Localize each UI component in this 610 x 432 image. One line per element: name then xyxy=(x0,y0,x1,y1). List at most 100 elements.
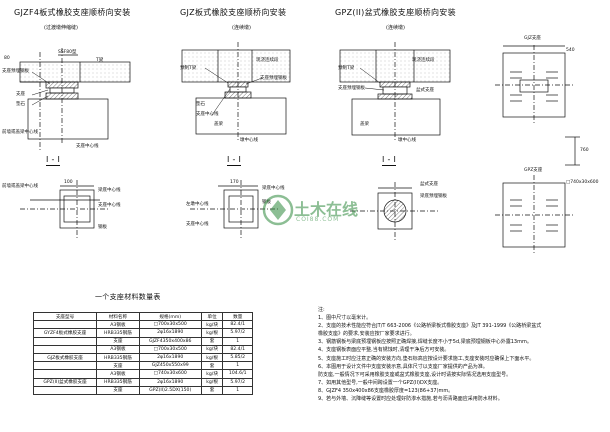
cell: 1 xyxy=(222,385,253,395)
label-d760: 760 xyxy=(580,148,589,153)
subtitle-gpz: (连续墩) xyxy=(386,25,405,31)
label-plate-spec: □740x30x600 xyxy=(566,180,599,185)
label-sec3-pot: 盆式支座 xyxy=(420,182,438,187)
label-bearing-axis-1: 支座中心线 xyxy=(76,144,99,149)
label-pier-axis-1: 前墙或盖梁中心线 xyxy=(2,130,38,135)
label-sec2-beam: 梁底中心线 xyxy=(262,186,285,191)
label-ssf80: SSF80型 xyxy=(58,50,77,55)
label-plate-2: 支座预埋钢板 xyxy=(260,76,287,81)
cell: GJZ板式橡胶支座 xyxy=(32,352,98,363)
label-cast-3: 现浇连续段 xyxy=(412,58,435,63)
cell: 2φ16x1890 xyxy=(138,352,202,363)
label-d170: 170 xyxy=(230,180,239,185)
cell: 5.85/2 xyxy=(222,352,253,363)
pier-cap-2 xyxy=(195,97,287,135)
title-gjz: GJZ板式橡胶支座顺桥向安装 xyxy=(180,8,287,17)
general-notes: 注: 1、图中尺寸以毫米计。 2、支座的技术性能应符合JT/T 663-2006… xyxy=(318,306,603,403)
cell: 5.97/2 xyxy=(222,328,253,338)
cell: 套 xyxy=(200,385,224,395)
label-precast-3: 预制T梁 xyxy=(338,66,355,71)
section-title-3: I - I xyxy=(382,155,397,166)
cell xyxy=(32,385,98,395)
cell: 套 xyxy=(200,361,224,371)
cell: HRB335钢筋 xyxy=(96,352,140,363)
th-qty: 数量 xyxy=(222,311,253,322)
cell: 5.97/2 xyxy=(222,377,253,387)
cell xyxy=(32,344,98,354)
detail-2-elevation xyxy=(181,42,291,142)
cell: □740x30x600 xyxy=(138,369,202,379)
cell xyxy=(32,320,98,330)
title-gjzf4: GJZF4板式橡胶支座顺桥向安装 xyxy=(14,8,131,17)
cell: 82.4/1 xyxy=(222,320,253,330)
leader-lines xyxy=(31,67,385,116)
cell: 1 xyxy=(222,336,253,346)
label-sec2-bearing: 支座中心线 xyxy=(186,222,209,227)
cell: kg/块 xyxy=(200,320,224,330)
section-title-1: I - I xyxy=(46,155,61,166)
label-d80: 80 xyxy=(4,56,10,61)
note-line: 橡胶支座》的要求,安装应按厂家要求进行。 xyxy=(318,331,415,338)
cell: A3钢板 xyxy=(96,344,140,354)
precast-beam xyxy=(181,49,291,83)
cell: 2φ16x1890 xyxy=(138,328,202,338)
cell: 支座 xyxy=(96,385,140,395)
label-stone-1: 垫石 xyxy=(16,102,25,107)
note-line: 7、如用其他型号,一般中间跨设置一个GPZ(II)DX支座。 xyxy=(318,379,443,386)
subtitle-gjz: (连续墩) xyxy=(232,25,251,31)
cell: HRB335钢筋 xyxy=(96,328,140,338)
note-line: 9、若与外墙、沉降缝等设置时应处理好防渗水措施,若与沥青路面应采用防水材料。 xyxy=(318,396,503,403)
label-d540-top: 540 xyxy=(566,48,575,53)
cell: 1 xyxy=(222,361,253,371)
table-title: 一个支座材料数量表 xyxy=(95,293,161,301)
cell: HRB335钢筋 xyxy=(96,377,140,387)
cell: 支座 xyxy=(96,361,140,371)
pier-cap xyxy=(27,98,109,140)
label-cast-2: 现浇连续段 xyxy=(256,58,279,63)
cell: 82.4/1 xyxy=(222,344,253,354)
watermark-logo: 土木在线 COI88.COM xyxy=(260,188,370,232)
cell: □700x30x500 xyxy=(138,320,202,330)
watermark-subtext: COI88.COM xyxy=(296,216,340,223)
cell: 104.6/1 xyxy=(222,369,253,379)
cell: A3钢板 xyxy=(96,320,140,330)
label-pot-3: 盆式支座 xyxy=(416,88,434,93)
cell: GJZ450x550x99 xyxy=(138,361,202,371)
label-sec2-pier: 左墩中心线 xyxy=(186,202,209,207)
cell: GPZ(II)2.5DX(150) xyxy=(138,385,202,395)
cell: kg/根 xyxy=(200,352,224,363)
subtitle-gjzf4: (过渡墩伸缩缝) xyxy=(44,25,78,31)
watermark-text: 土木在线 xyxy=(294,200,359,219)
cell: kg/块 xyxy=(200,344,224,354)
note-line: 6、本图用于设计文件中支座安装示意,具体尺寸以支座厂家提供的产品为准。 xyxy=(318,363,488,370)
table-header-row: 支座型号 材料名称 规格(mm) 单位 数量 xyxy=(32,311,253,322)
note-line: 4、支座钢板表面应平整,当有锈蚀时,清理干净后方可安装。 xyxy=(318,347,450,354)
cell: GJZF4350x400x86 xyxy=(138,336,202,346)
cell: □700x30x500 xyxy=(138,344,202,354)
th-spec: 规格(mm) xyxy=(138,311,202,322)
label-sec1-pier: 前墙或盖梁中心线 xyxy=(2,184,38,189)
section-views xyxy=(20,180,440,242)
label-gjz-plan: GJZ支座 xyxy=(524,36,541,41)
cell: 2φ16x1890 xyxy=(138,377,202,387)
label-sec1-beam: 梁底中心线 xyxy=(98,188,121,193)
note-line: 1、图中尺寸以毫米计。 xyxy=(318,315,372,322)
cell xyxy=(32,361,98,371)
cell xyxy=(32,369,98,379)
cell: kg/根 xyxy=(200,328,224,338)
label-cap-2: 盖梁 xyxy=(214,122,223,127)
label-cap-3: 盖梁 xyxy=(360,122,369,127)
label-embedded-plate-1: 支座预埋钢板 xyxy=(2,69,29,74)
label-gpz-plan: GPZ支座 xyxy=(524,168,543,173)
label-sec1-bearing: 支座中心线 xyxy=(98,203,121,208)
note-line: 3、钢筋钢板与梁底预埋钢板应按照正确焊接,焊缝长度不小于5d,梁底预埋钢板中心外… xyxy=(318,339,532,346)
cell: GYZF4板式橡胶支座 xyxy=(32,328,98,338)
detail-1-elevation xyxy=(19,48,131,150)
